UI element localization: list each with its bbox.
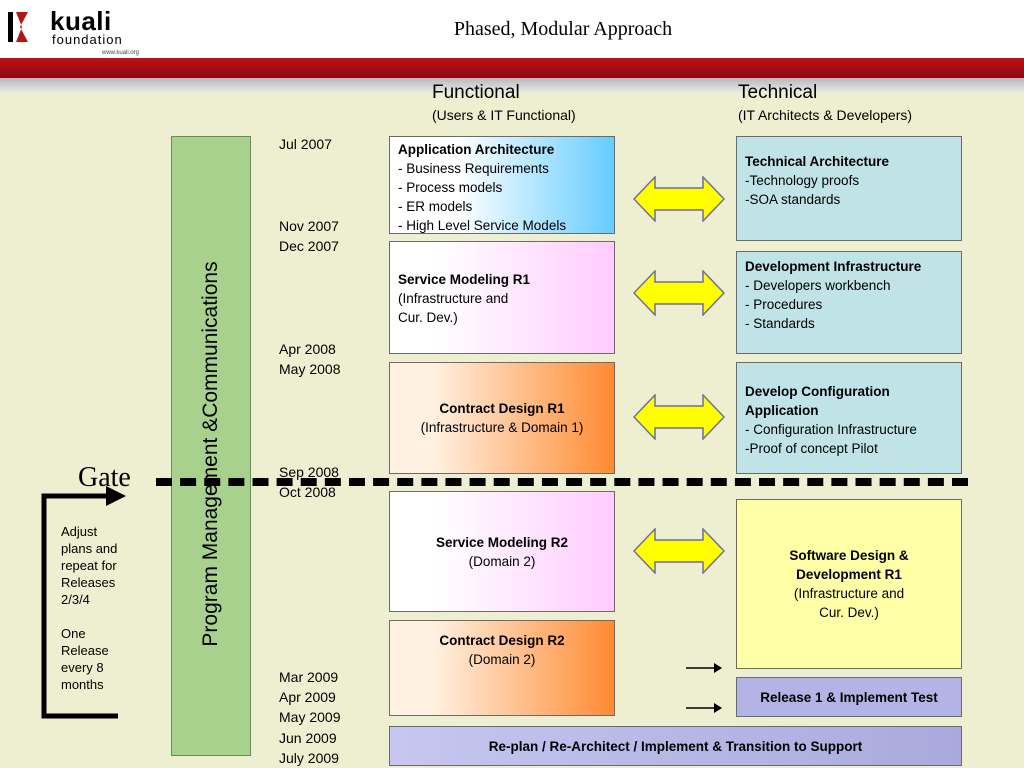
- date-label: Oct 2008: [279, 484, 336, 500]
- box-title-line2: Development R1: [796, 567, 902, 582]
- box-title-line2: Application: [745, 403, 819, 418]
- right-arrow-icon: [686, 703, 722, 713]
- gate-note: Adjust plans and repeat for Releases 2/3…: [61, 523, 131, 693]
- service-modeling-r1-box: Service Modeling R1 (Infrastructure and …: [389, 241, 615, 354]
- date-label: Dec 2007: [279, 238, 339, 254]
- note-line: repeat for: [61, 558, 117, 573]
- date-label: May 2009: [279, 709, 341, 725]
- note-line: Releases: [61, 575, 116, 590]
- contract-design-r1-box: Contract Design R1 (Infrastructure & Dom…: [389, 362, 615, 474]
- logo-url: www.kuali.org: [102, 50, 140, 56]
- bar-label: Re-plan / Re-Architect / Implement & Tra…: [488, 738, 863, 754]
- date-label: Mar 2009: [279, 669, 339, 685]
- date-label: Apr 2008: [279, 341, 336, 357]
- header-gray-band: [0, 78, 1024, 92]
- contract-design-r2-box: Contract Design R2 (Domain 2): [389, 620, 615, 716]
- technical-architecture-box: Technical Architecture -Technology proof…: [736, 136, 962, 241]
- date-label: Jul 2007: [279, 136, 332, 152]
- develop-configuration-box: Develop Configuration Application - Conf…: [736, 362, 962, 474]
- box-line: Cur. Dev.): [819, 605, 879, 620]
- slide-title: Phased, Modular Approach: [453, 18, 673, 40]
- right-arrow-icon: [686, 663, 722, 673]
- box-line: - High Level Service Models: [398, 218, 567, 233]
- box-line: (Infrastructure and: [398, 291, 509, 306]
- box-line: - Business Requirements: [398, 161, 549, 176]
- double-arrow-icon: [633, 176, 725, 222]
- note-line: months: [61, 677, 104, 692]
- box-line: - Process models: [398, 180, 503, 195]
- box-line: - Standards: [745, 316, 815, 331]
- box-line: - Developers workbench: [745, 278, 891, 293]
- box-line: (Infrastructure & Domain 1): [420, 420, 584, 435]
- box-line: - Configuration Infrastructure: [745, 422, 917, 437]
- gate-dashed-line: [156, 478, 968, 486]
- note-line: Release: [61, 643, 109, 658]
- development-infrastructure-box: Development Infrastructure - Developers …: [736, 251, 962, 354]
- date-label: Sep 2008: [279, 464, 339, 480]
- box-line: (Domain 2): [468, 553, 536, 569]
- software-design-r1-box: Software Design & Development R1 (Infras…: [736, 499, 962, 669]
- box-title: Release 1 & Implement Test: [760, 689, 938, 705]
- kuali-k-icon: [8, 12, 28, 42]
- box-title: Service Modeling R2: [435, 534, 569, 550]
- note-line: plans and: [61, 541, 118, 556]
- loop-back-arrow-icon: [41, 486, 126, 719]
- release-implement-test-box: Release 1 & Implement Test: [736, 677, 962, 717]
- gate-label: Gate: [78, 462, 131, 493]
- note-line: One: [61, 626, 86, 641]
- double-arrow-icon: [633, 270, 725, 316]
- box-title: Contract Design R1: [439, 401, 565, 416]
- program-management-label: Program Management &Communications: [199, 261, 222, 647]
- date-label: May 2008: [279, 361, 341, 377]
- note-line: [61, 608, 131, 625]
- box-title: Development Infrastructure: [745, 259, 922, 274]
- technical-column-title: Technical: [738, 82, 818, 103]
- box-title: Software Design &: [789, 548, 909, 563]
- box-line: -SOA standards: [745, 192, 841, 207]
- date-label: Apr 2009: [279, 689, 336, 705]
- box-line: - Procedures: [745, 297, 823, 312]
- replan-transition-bar: Re-plan / Re-Architect / Implement & Tra…: [389, 726, 962, 766]
- note-line: 2/3/4: [61, 592, 90, 607]
- box-title: Service Modeling R1: [398, 272, 531, 287]
- box-title: Application Architecture: [398, 142, 555, 157]
- date-label: Jun 2009: [279, 730, 337, 746]
- date-label: July 2009: [279, 750, 339, 766]
- box-title: Develop Configuration: [745, 384, 890, 399]
- box-line: -Proof of concept Pilot: [745, 441, 878, 456]
- box-line: -Technology proofs: [745, 173, 860, 188]
- application-architecture-box: Application Architecture - Business Requ…: [389, 136, 615, 234]
- header: kuali foundation www.kuali.org Phased, M…: [0, 0, 1024, 58]
- technical-column-subtitle: (IT Architects & Developers): [738, 107, 913, 123]
- box-title: Technical Architecture: [745, 154, 890, 169]
- note-line: Adjust: [61, 524, 98, 539]
- double-arrow-icon: [633, 394, 725, 440]
- double-arrow-icon: [633, 528, 725, 574]
- logo-word-kuali: kuali: [50, 6, 112, 36]
- logo-word-foundation: foundation: [52, 32, 123, 47]
- box-line: (Domain 2): [468, 652, 536, 667]
- functional-column-subtitle: (Users & IT Functional): [432, 107, 576, 123]
- note-line: every 8: [61, 660, 104, 675]
- header-red-band: [0, 58, 1024, 78]
- box-line: (Infrastructure and: [793, 586, 905, 601]
- service-modeling-r2-box: Service Modeling R2 (Domain 2): [389, 491, 615, 612]
- box-line: Cur. Dev.): [398, 310, 458, 325]
- kuali-logo[interactable]: kuali foundation www.kuali.org: [6, 6, 156, 56]
- box-line: - ER models: [398, 199, 473, 214]
- box-title: Contract Design R2: [439, 633, 565, 648]
- functional-column-title: Functional: [432, 82, 520, 103]
- program-management-bar: [171, 136, 251, 756]
- date-label: Nov 2007: [279, 218, 339, 234]
